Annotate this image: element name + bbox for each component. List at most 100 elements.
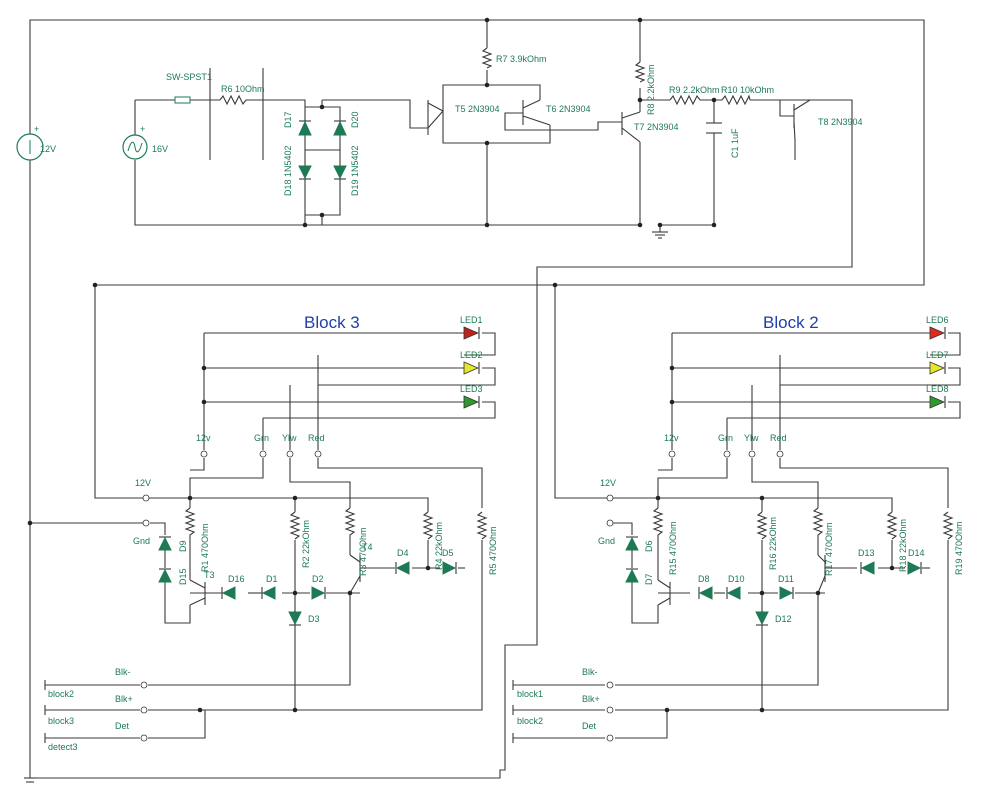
label-conn-12v-a: 12v: [196, 433, 211, 443]
block3-title: Block 3: [304, 313, 360, 332]
led-3: [463, 395, 480, 409]
led-7: [929, 361, 946, 375]
diode-d15: [158, 568, 172, 583]
diode-d9: [158, 536, 172, 568]
label-port-detect3: detect3: [48, 742, 78, 752]
diode-d5: [442, 561, 457, 575]
label-switch: SW-SPST1: [166, 72, 212, 82]
label-r10: R10 10kOhm: [721, 85, 774, 95]
label-det: Det: [582, 721, 597, 731]
transistor-t8: [793, 99, 811, 141]
label-blk-minus: Blk-: [582, 667, 598, 677]
diode-d10: [726, 586, 741, 600]
transistor-t-block2b: [817, 554, 826, 594]
label-d3: D3: [308, 614, 320, 624]
label-d14: D14: [908, 548, 925, 558]
resistor-r6: [219, 94, 247, 106]
diode-d1: [261, 586, 276, 600]
diode-d12: [755, 593, 769, 626]
label-r6: R6 10Ohm: [221, 84, 265, 94]
diode-d19: [333, 165, 347, 180]
transistor-t7: [621, 111, 641, 143]
label-r5: R5 470Ohm: [488, 526, 498, 575]
diode-d16: [221, 586, 236, 600]
resistor-r10: [721, 94, 751, 106]
label-conn-red: Red: [308, 433, 325, 443]
svg-text:+: +: [140, 124, 145, 134]
label-t5: T5 2N3904: [455, 104, 500, 114]
label-d6: D6: [644, 540, 654, 552]
label-led7: LED7: [926, 350, 949, 360]
label-r8: R8 2.2kOhm: [646, 64, 656, 115]
block-resistors: [184, 507, 954, 540]
label-d19: D19 1N5402: [350, 145, 360, 196]
label-r17: R17 470Ohm: [824, 522, 834, 576]
label-det: Det: [115, 721, 130, 731]
label-d11: D11: [778, 574, 794, 584]
dc-source-12v: +: [16, 124, 44, 161]
label-d15: D15: [178, 568, 188, 585]
label-t7: T7 2N3904: [634, 122, 679, 132]
wiring: [29, 19, 961, 779]
label-r3: R3 470Ohm: [358, 527, 368, 576]
label-12v-source: 12V: [40, 144, 56, 154]
connector-terminals: [140, 450, 784, 742]
diode-d11: [779, 586, 794, 600]
label-conn-gnd: Gnd: [598, 536, 615, 546]
label-r9: R9 2.2kOhm: [669, 85, 720, 95]
diode-d6: [625, 536, 639, 568]
label-d18: D18 1N5402: [283, 145, 293, 196]
switch-icon: [174, 96, 191, 104]
label-t6: T6 2N3904: [546, 104, 591, 114]
diode-d20: [333, 120, 347, 136]
transistor-t-block2a: [657, 579, 671, 606]
label-d4: D4: [397, 548, 409, 558]
label-t4: T4: [362, 542, 373, 552]
label-port-block1: block1: [517, 689, 543, 699]
ac-source-16v: +: [122, 124, 148, 160]
capacitor-c1: [706, 122, 722, 134]
diode-d3: [288, 593, 302, 626]
label-blk-plus: Blk+: [115, 694, 133, 704]
label-conn-12v-b: 12V: [600, 478, 616, 488]
label-16v-source: 16V: [152, 144, 168, 154]
label-d13: D13: [858, 548, 875, 558]
label-d5: D5: [442, 548, 454, 558]
svg-text:+: +: [34, 124, 39, 134]
label-d8: D8: [698, 574, 710, 584]
label-led6: LED6: [926, 315, 949, 325]
block2-title: Block 2: [763, 313, 819, 332]
led-2: [463, 361, 480, 375]
label-port-block2: block2: [48, 689, 74, 699]
led-symbols: [463, 326, 946, 409]
resistor-r9: [669, 94, 701, 106]
led-1: [463, 326, 480, 340]
junction-dots: [27, 17, 895, 713]
transistor-symbols: [189, 99, 826, 606]
label-r1: R1 470Ohm: [200, 523, 210, 572]
label-d16: D16: [228, 574, 245, 584]
diode-d2: [311, 586, 326, 600]
label-conn-gnd: Gnd: [133, 536, 150, 546]
label-conn-red: Red: [770, 433, 787, 443]
label-c1: C1 1uF: [730, 128, 740, 158]
label-conn-ylw: Ylw: [744, 433, 759, 443]
label-d20: D20: [350, 111, 360, 128]
label-r7: R7 3.9kOhm: [496, 54, 547, 64]
led-8: [929, 395, 946, 409]
label-r16: R16 22kOhm: [768, 517, 778, 570]
label-t3: T3: [204, 570, 215, 580]
label-port-block2: block2: [517, 716, 543, 726]
diode-d18: [298, 165, 312, 180]
label-d9: D9: [178, 540, 188, 552]
label-r2: R2 22kOhm: [301, 520, 311, 568]
label-conn-grn: Grn: [254, 433, 269, 443]
label-d10: D10: [728, 574, 745, 584]
label-r15: R15 470Ohm: [668, 521, 678, 575]
label-r19: R19 470Ohm: [954, 521, 964, 575]
transistor-t5: [427, 100, 444, 135]
label-blk-minus: Blk-: [115, 667, 131, 677]
label-d7: D7: [644, 573, 654, 585]
diode-symbols: [158, 120, 922, 626]
label-r4: R4 22kOhm: [434, 522, 444, 570]
